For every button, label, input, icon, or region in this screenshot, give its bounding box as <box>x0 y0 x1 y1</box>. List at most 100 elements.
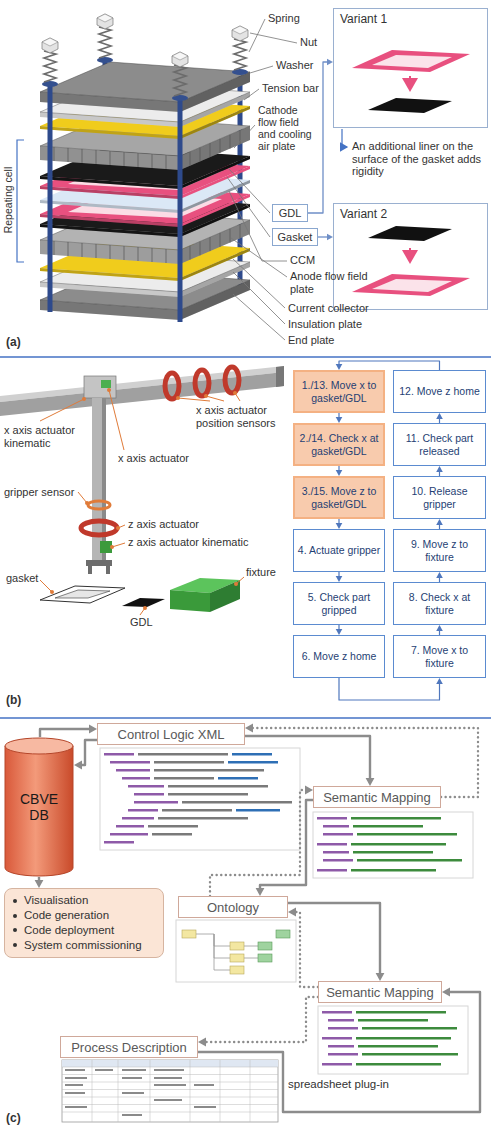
part-label: Cathode flow field and cooling air plate <box>258 104 318 152</box>
connector-line <box>198 992 480 1112</box>
connector <box>339 678 443 700</box>
connector-line <box>339 678 440 700</box>
part-label: x axis actuator kinematic <box>4 424 84 449</box>
part-label: End plate <box>288 334 334 347</box>
node-text: Code generation <box>24 908 109 923</box>
part-label: gripper sensor <box>4 486 74 499</box>
node-text: Variant 1 <box>340 12 387 26</box>
process-step-box: 7. Move x to fixture <box>393 635 486 678</box>
part-label: CCM <box>290 254 315 267</box>
variant-box: Variant 2 <box>333 203 488 310</box>
connector <box>74 740 97 769</box>
connector <box>210 786 313 896</box>
mapping-code-2 <box>318 1006 468 1074</box>
component-box: Semantic Mapping <box>318 981 442 1003</box>
process-step-box: 4. Actuate gripper <box>293 529 385 572</box>
connector <box>336 625 343 635</box>
process-step-box: 12. Move z home <box>393 370 486 413</box>
spreadsheet-table <box>62 1060 278 1122</box>
callout-box: GDL <box>272 204 308 222</box>
arrowhead <box>89 725 97 734</box>
connector-line <box>80 740 97 765</box>
connector-line <box>245 736 370 780</box>
part-label: z axis actuator kinematic <box>128 536 248 549</box>
process-step-box: 11. Check part released <box>393 423 486 466</box>
process-step-box: 1./13. Move x to gasket/GDL <box>293 370 385 413</box>
process-step-box: 5. Check part gripped <box>293 582 385 625</box>
connector <box>436 466 443 476</box>
node-text: Gasket <box>278 231 313 243</box>
node-text: 8. Check x at fixture <box>397 591 482 616</box>
connector <box>198 988 480 1112</box>
connector-line <box>260 800 313 890</box>
connector <box>288 903 384 981</box>
connector-line <box>339 361 440 370</box>
component-box: Semantic Mapping <box>313 786 441 808</box>
variant-box: Variant 1 <box>333 8 488 128</box>
group-label: Repeating cell <box>2 160 14 240</box>
node-text: 5. Check part gripped <box>297 591 381 616</box>
part-label: Spring <box>268 12 300 25</box>
node-text: 9. Move z to fixture <box>397 538 482 563</box>
fuel-cell-stack <box>40 62 250 320</box>
part-label: Anode flow field plate <box>290 270 374 295</box>
bullet-item: Visualisation <box>13 893 88 908</box>
arrowhead <box>288 908 296 917</box>
connector <box>436 625 443 635</box>
node-text: 3./15. Move z to gasket/GDL <box>298 485 380 510</box>
node-text: 7. Move x to fixture <box>397 644 482 669</box>
cylinder-top <box>5 738 73 754</box>
node-text: Code deployment <box>24 923 114 938</box>
connector-line <box>204 997 318 1042</box>
node-text: Variant 2 <box>340 207 387 221</box>
repeating-cell-bracket <box>17 140 24 262</box>
ontology-graph <box>176 920 296 982</box>
connector-line <box>210 790 307 896</box>
part-label: Current collector <box>288 302 369 315</box>
process-step-box: 3./15. Move z to gasket/GDL <box>293 476 385 519</box>
part-label: gasket <box>6 572 38 585</box>
connector <box>35 877 44 888</box>
part-label: x axis actuator <box>118 452 189 465</box>
connector <box>336 519 343 529</box>
process-step-box: 2./14. Check x at gasket/GDL <box>293 423 385 466</box>
arrowhead <box>436 572 443 578</box>
cylinder-body <box>5 746 73 876</box>
bullet-dot <box>13 899 17 903</box>
node-text: System commissioning <box>24 938 142 953</box>
arrowhead <box>436 625 443 631</box>
arrowhead <box>436 519 443 525</box>
connector <box>336 361 440 370</box>
connector <box>336 572 343 582</box>
arrowhead <box>305 786 313 795</box>
arrowhead <box>442 988 450 997</box>
arrowhead <box>256 888 265 896</box>
arrowhead <box>376 973 385 981</box>
node-text: 11. Check part released <box>397 432 482 457</box>
node-text: 6. Move z home <box>302 650 377 663</box>
panel-label: (a) <box>6 336 21 350</box>
component-box: Process Description <box>60 1036 198 1058</box>
connector <box>288 908 318 987</box>
connector <box>436 519 443 529</box>
note-text: An additional liner on the surface of th… <box>352 140 486 178</box>
part-label: Tension bar <box>262 82 319 95</box>
connector <box>198 997 318 1046</box>
gantry-robot <box>0 366 284 612</box>
variant-2-figure <box>352 226 470 296</box>
node-text: 2./14. Check x at gasket/GDL <box>298 432 380 457</box>
bullet-dot <box>13 943 17 947</box>
process-step-box: 10. Release gripper <box>393 476 486 519</box>
bullet-item: Code generation <box>13 908 109 923</box>
bullet-dot <box>13 914 17 918</box>
part-label: fixture <box>246 566 276 579</box>
part-label: Insulation plate <box>288 318 362 331</box>
process-step-box: 8. Check x at fixture <box>393 582 486 625</box>
part-label: Washer <box>276 59 314 72</box>
part-label: z axis actuator <box>128 518 199 531</box>
process-step-box: 6. Move z home <box>293 635 385 678</box>
xml-snippet <box>100 748 300 850</box>
node-text: Process Description <box>71 1040 187 1055</box>
panel-separator <box>0 356 491 358</box>
node-text: Control Logic XML <box>118 727 225 742</box>
